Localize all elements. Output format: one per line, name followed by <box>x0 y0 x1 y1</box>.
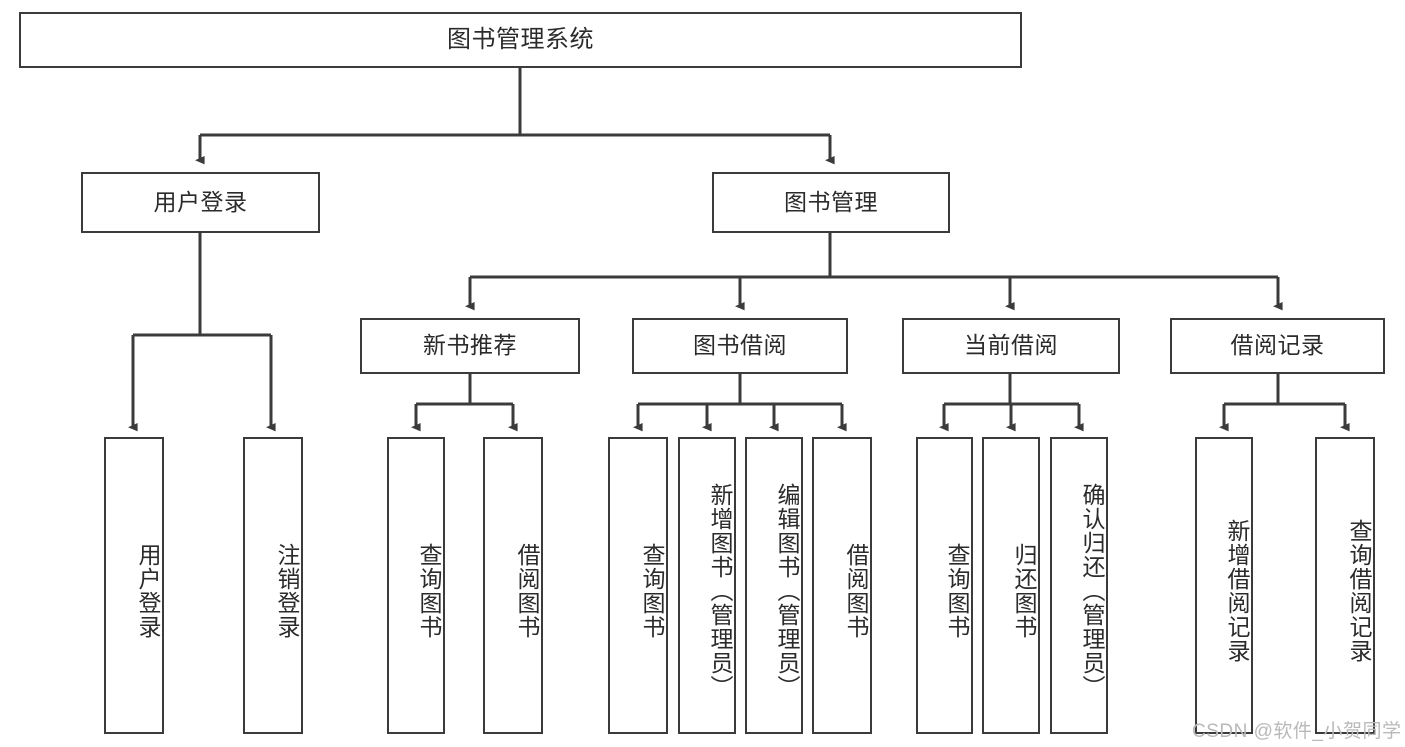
node-book-management[interactable]: 图书管理 <box>712 172 950 233</box>
leaf-query-borrow-record[interactable]: 查询借阅记录 <box>1315 437 1375 734</box>
node-label: 新增图书（管理员） <box>707 482 733 699</box>
leaf-query-book-recommend[interactable]: 查询图书 <box>387 437 445 734</box>
node-label: 用户登录 <box>153 188 248 215</box>
leaf-logout-login[interactable]: 注销登录 <box>243 437 303 734</box>
leaf-add-borrow-record[interactable]: 新增借阅记录 <box>1195 437 1253 734</box>
node-user-login[interactable]: 用户登录 <box>81 172 320 233</box>
leaf-edit-book-admin[interactable]: 编辑图书（管理员） <box>745 437 803 734</box>
node-label: 查询图书 <box>416 542 442 639</box>
leaf-add-book-admin[interactable]: 新增图书（管理员） <box>678 437 736 734</box>
node-label: 图书借阅 <box>693 332 787 359</box>
node-label: 注销登录 <box>274 542 300 639</box>
node-label: 借阅图书 <box>843 542 869 639</box>
node-label: 图书管理系统 <box>447 25 594 53</box>
node-label: 查询图书 <box>944 542 970 639</box>
node-label: 当前借阅 <box>964 332 1058 359</box>
leaf-borrow-book-recommend[interactable]: 借阅图书 <box>483 437 543 734</box>
node-book-borrow[interactable]: 图书借阅 <box>632 318 848 374</box>
leaf-return-book[interactable]: 归还图书 <box>982 437 1040 734</box>
node-label: 查询图书 <box>639 542 665 639</box>
node-label: 借阅图书 <box>514 542 540 639</box>
node-root-system[interactable]: 图书管理系统 <box>19 12 1022 68</box>
node-borrow-record[interactable]: 借阅记录 <box>1170 318 1385 374</box>
leaf-borrow-book[interactable]: 借阅图书 <box>812 437 872 734</box>
node-label: 查询借阅记录 <box>1346 518 1372 663</box>
node-label: 用户登录 <box>135 542 161 639</box>
node-label: 新增借阅记录 <box>1224 518 1250 663</box>
node-label: 新书推荐 <box>423 332 517 359</box>
leaf-confirm-return-admin[interactable]: 确认归还（管理员） <box>1050 437 1108 734</box>
node-label: 归还图书 <box>1011 542 1037 639</box>
node-label: 借阅记录 <box>1230 332 1325 359</box>
node-label: 确认归还（管理员） <box>1079 482 1105 699</box>
csdn-watermark: CSDN @软件_小贺同学 <box>1192 721 1402 742</box>
leaf-user-login[interactable]: 用户登录 <box>104 437 164 734</box>
leaf-query-book-borrow[interactable]: 查询图书 <box>608 437 668 734</box>
node-current-borrow[interactable]: 当前借阅 <box>902 318 1120 374</box>
node-label: 图书管理 <box>784 188 878 215</box>
leaf-query-book-current[interactable]: 查询图书 <box>916 437 973 734</box>
node-new-book-recommend[interactable]: 新书推荐 <box>360 318 580 374</box>
node-label: 编辑图书（管理员） <box>774 482 800 699</box>
